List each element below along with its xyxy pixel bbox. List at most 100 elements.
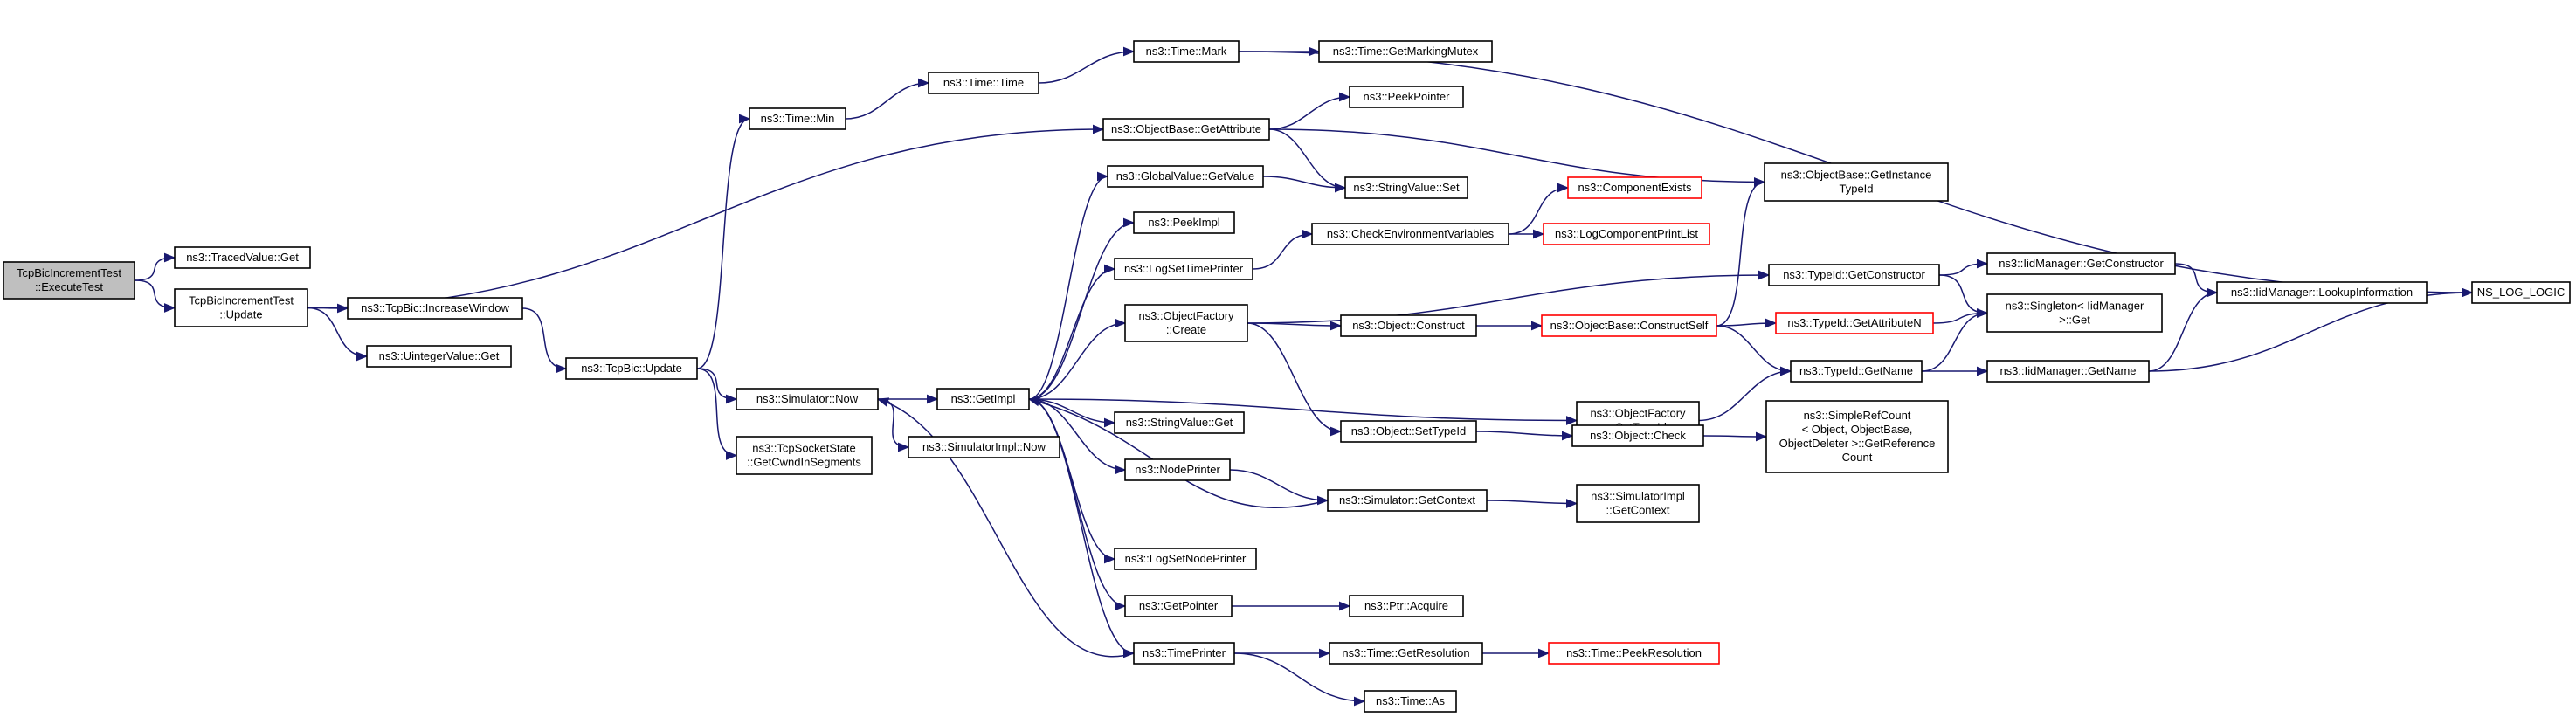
node-box: [736, 436, 873, 475]
node-typeidgetattrn[interactable]: ns3::TypeId::GetAttributeN: [1775, 312, 1934, 334]
node-uintget[interactable]: ns3::UintegerValue::Get: [366, 345, 512, 368]
node-peekptr[interactable]: ns3::PeekPointer: [1349, 86, 1464, 108]
node-peekres[interactable]: ns3::Time::PeekResolution: [1548, 642, 1720, 665]
node-timegetres[interactable]: ns3::Time::GetResolution: [1329, 642, 1483, 665]
node-label: ns3::StringValue::Set: [1353, 181, 1460, 194]
node-label: ns3::IidManager::GetConstructor: [1999, 257, 2164, 270]
node-root[interactable]: TcpBicIncrementTest::ExecuteTest: [3, 261, 135, 300]
node-box: [366, 345, 512, 368]
node-label: ns3::ObjectBase::ConstructSelf: [1550, 319, 1709, 332]
node-label: ns3::TcpSocketState: [752, 442, 856, 455]
node-getpointer[interactable]: ns3::GetPointer: [1124, 595, 1233, 617]
edge-typeidgetctor-to-iidgetctor: [1938, 259, 1989, 276]
node-tracedget[interactable]: ns3::TracedValue::Get: [174, 246, 311, 269]
edge-update-to-incwin: [307, 303, 349, 314]
node-simnow[interactable]: ns3::Simulator::Now: [736, 388, 879, 410]
node-box: [1764, 162, 1949, 202]
node-box: [1133, 40, 1240, 63]
node-simgetctx[interactable]: ns3::Simulator::GetContext: [1327, 489, 1488, 512]
node-strget[interactable]: ns3::StringValue::Get: [1114, 411, 1245, 434]
node-box: [1765, 400, 1949, 473]
node-simplerefcount[interactable]: ns3::SimpleRefCount< Object, ObjectBase,…: [1765, 400, 1949, 473]
node-iidgetname[interactable]: ns3::IidManager::GetName: [1986, 360, 2150, 383]
node-box: [928, 72, 1039, 94]
node-label: ns3::TypeId::GetConstructor: [1783, 268, 1925, 281]
node-label: ns3::LogSetNodePrinter: [1125, 552, 1247, 565]
node-box: [1124, 595, 1233, 617]
node-label: ::Create: [1166, 323, 1206, 336]
node-gvget[interactable]: ns3::GlobalValue::GetValue: [1107, 165, 1264, 188]
node-incwin[interactable]: ns3::TcpBic::IncreaseWindow: [347, 297, 523, 320]
node-box: [1114, 548, 1257, 570]
edge-bicupdate-to-sockstate: [696, 368, 738, 460]
edge-getimpl-to-logsettime: [1028, 264, 1116, 400]
node-box: [1344, 176, 1468, 199]
node-label: ns3::Object::Construct: [1352, 319, 1465, 332]
node-box: [908, 436, 1060, 458]
node-box: [1329, 642, 1483, 665]
node-label: ns3::IidManager::GetName: [1999, 364, 2136, 377]
edge-bicupdate-to-simnow: [696, 368, 738, 404]
edge-incwin-to-bicupdate: [521, 307, 568, 374]
node-typeidgetname[interactable]: ns3::TypeId::GetName: [1790, 360, 1923, 383]
node-box: [1340, 420, 1477, 443]
node-checkenv[interactable]: ns3::CheckEnvironmentVariables: [1311, 223, 1509, 245]
node-box: [1567, 176, 1702, 199]
node-getimpl[interactable]: ns3::GetImpl: [936, 388, 1030, 410]
node-timemin[interactable]: ns3::Time::Min: [749, 107, 846, 130]
node-box: [936, 388, 1030, 410]
node-label: ns3::TcpBic::IncreaseWindow: [361, 301, 509, 314]
node-constructself[interactable]: ns3::ObjectBase::ConstructSelf: [1541, 314, 1717, 337]
node-strset[interactable]: ns3::StringValue::Set: [1344, 176, 1468, 199]
node-timeas[interactable]: ns3::Time::As: [1364, 690, 1457, 713]
node-box: [1114, 258, 1253, 280]
edge-objsettype-to-objcheck: [1475, 431, 1574, 441]
edge-timetime-to-timemark: [1038, 46, 1136, 84]
node-compexists[interactable]: ns3::ComponentExists: [1567, 176, 1702, 199]
node-simimplctx[interactable]: ns3::SimulatorImpl::GetContext: [1576, 484, 1700, 523]
node-nodeprinter[interactable]: ns3::NodePrinter: [1124, 458, 1231, 481]
node-label: ns3::Time::Min: [761, 112, 835, 125]
node-timetime[interactable]: ns3::Time::Time: [928, 72, 1039, 94]
node-label: ns3::ObjectFactory: [1590, 407, 1686, 420]
node-label: ns3::Time::Mark: [1146, 45, 1227, 58]
node-label: ns3::PeekPointer: [1363, 90, 1450, 103]
node-box: [749, 107, 846, 130]
node-label: ns3::Singleton< IidManager: [2006, 300, 2144, 313]
node-box: [1124, 304, 1248, 342]
node-logcompprint[interactable]: ns3::LogComponentPrintList: [1543, 223, 1710, 245]
node-objsettype[interactable]: ns3::Object::SetTypeId: [1340, 420, 1477, 443]
edge-simnow-to-simimplnow: [877, 398, 910, 452]
node-box: [1327, 489, 1488, 512]
node-ptracquire[interactable]: ns3::Ptr::Acquire: [1349, 595, 1464, 617]
node-iidlookup[interactable]: ns3::IidManager::LookupInformation: [2216, 281, 2428, 304]
edge-getimpl-to-timeprinter: [1028, 398, 1136, 658]
node-peekimpl[interactable]: ns3::PeekImpl: [1133, 211, 1235, 234]
node-logsetnode[interactable]: ns3::LogSetNodePrinter: [1114, 548, 1257, 570]
node-singleton[interactable]: ns3::Singleton< IidManager>::Get: [1986, 293, 2163, 333]
node-typeidgetctor[interactable]: ns3::TypeId::GetConstructor: [1768, 264, 1940, 286]
node-logsettime[interactable]: ns3::LogSetTimePrinter: [1114, 258, 1253, 280]
node-label: Count: [1842, 451, 1873, 464]
node-nslog[interactable]: NS_LOG_LOGIC: [2471, 281, 2571, 304]
node-label: ns3::Simulator::GetContext: [1339, 493, 1475, 507]
node-timemark[interactable]: ns3::Time::Mark: [1133, 40, 1240, 63]
node-label: TcpBicIncrementTest: [17, 266, 121, 279]
node-bicupdate[interactable]: ns3::TcpBic::Update: [565, 357, 698, 380]
node-objconstruct[interactable]: ns3::Object::Construct: [1340, 314, 1477, 337]
node-timeprinter[interactable]: ns3::TimePrinter: [1133, 642, 1235, 665]
node-simimplnow[interactable]: ns3::SimulatorImpl::Now: [908, 436, 1060, 458]
node-update[interactable]: TcpBicIncrementTest::Update: [174, 288, 308, 327]
node-label: ns3::TcpBic::Update: [581, 362, 682, 375]
node-label: ns3::Ptr::Acquire: [1364, 599, 1448, 612]
node-objfactcreate[interactable]: ns3::ObjectFactory::Create: [1124, 304, 1248, 342]
node-iidgetctor[interactable]: ns3::IidManager::GetConstructor: [1986, 252, 2176, 275]
node-label: ns3::Time::GetMarkingMutex: [1333, 45, 1479, 58]
node-sockstate[interactable]: ns3::TcpSocketState::GetCwndInSegments: [736, 436, 873, 475]
node-getattr[interactable]: ns3::ObjectBase::GetAttribute: [1102, 118, 1270, 141]
node-markmutex[interactable]: ns3::Time::GetMarkingMutex: [1318, 40, 1493, 63]
node-label: ns3::TracedValue::Get: [186, 251, 299, 264]
edge-root-to-tracedget: [134, 252, 176, 281]
node-objcheck[interactable]: ns3::Object::Check: [1571, 424, 1704, 447]
